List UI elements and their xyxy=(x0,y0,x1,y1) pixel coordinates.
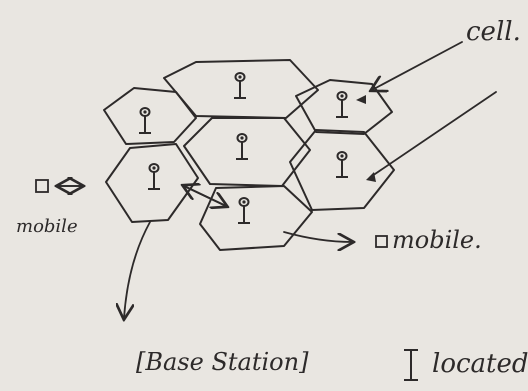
base-station-tower-icon xyxy=(237,197,251,224)
mobile-link-arrow-right xyxy=(283,231,352,242)
cell-hexagon xyxy=(163,59,319,119)
base-station-tower-icon xyxy=(147,163,161,190)
cell-hexagon xyxy=(103,87,197,145)
cell-hexagon xyxy=(199,185,313,251)
tower-legend-icon xyxy=(404,349,418,381)
mobile-label-left: mobile xyxy=(16,216,78,237)
located-label: located xyxy=(432,349,528,379)
base-station-label: [Base Station] xyxy=(136,348,309,376)
square-mobile-icon xyxy=(375,235,388,248)
cell-hexagon xyxy=(105,143,199,223)
mobile-label-right: mobile. xyxy=(392,226,482,254)
cell-label: cell. xyxy=(466,17,521,47)
cell-hexagon xyxy=(183,117,311,187)
base-station-tower-icon xyxy=(235,133,249,160)
cell-pointer-arrow xyxy=(372,41,463,90)
cell-hexagon xyxy=(295,79,393,135)
base-station-pointer-arrow xyxy=(124,221,151,318)
triangle-marker-icon xyxy=(356,95,366,104)
cell-hexagon xyxy=(289,129,395,211)
base-station-tower-icon xyxy=(233,72,247,99)
base-station-tower-icon xyxy=(335,151,349,178)
base-station-tower-icon xyxy=(138,107,152,134)
handover-arrow-back xyxy=(184,186,227,207)
cell-pointer-line xyxy=(371,91,497,177)
base-station-tower-icon xyxy=(335,91,349,118)
square-mobile-icon xyxy=(35,179,49,193)
